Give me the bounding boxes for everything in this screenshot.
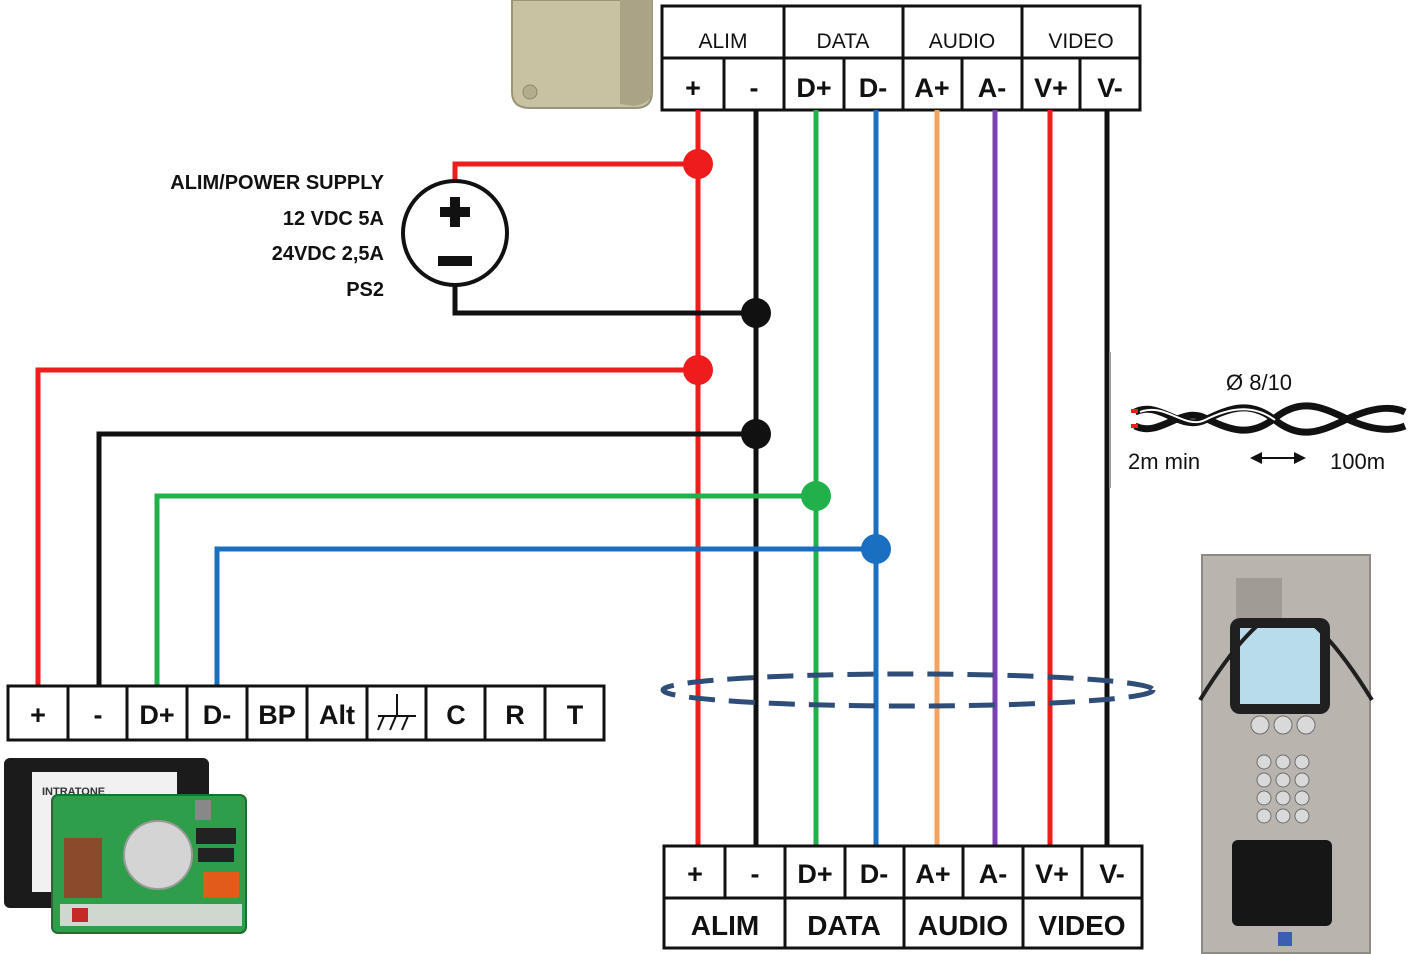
- psu-spec-24v: 24VDC 2,5A: [272, 243, 384, 265]
- bottom-group-video: VIDEO: [1038, 910, 1125, 941]
- receiver-module-image: [511, 0, 653, 109]
- left-terminal-block: + - D+ D- BP Alt C R T: [6, 684, 606, 742]
- bus-wires: [695, 110, 1110, 848]
- junction-dot: [741, 298, 771, 328]
- keypad-icon: [1250, 715, 1316, 824]
- bottom-terminal-vplus: V+: [1035, 859, 1069, 889]
- left-terminal-t: T: [567, 700, 584, 730]
- bottom-group-alim: ALIM: [691, 910, 759, 941]
- card-reader-icon: [1232, 840, 1332, 926]
- power-supply: ALIM/POWER SUPPLY 12 VDC 5A 24VDC 2,5A P…: [170, 161, 756, 316]
- cable-max-length: 100m: [1330, 449, 1385, 474]
- bottom-group-audio: AUDIO: [918, 910, 1008, 941]
- top-group-audio: AUDIO: [929, 30, 996, 53]
- cable-min-length: 2m min: [1128, 449, 1200, 474]
- bottom-terminal-aminus: A-: [979, 859, 1008, 889]
- cable-spec: Ø 8/10 2m min 100m: [1109, 352, 1407, 488]
- psu-negative-wire: [452, 280, 756, 316]
- top-terminal-vminus: V-: [1097, 73, 1123, 103]
- branch-wires: [35, 367, 876, 686]
- bottom-terminal-aplus: A+: [915, 859, 950, 889]
- junction-dot: [683, 149, 713, 179]
- top-terminal-aminus: A-: [978, 73, 1007, 103]
- top-terminal-plus: +: [685, 73, 701, 103]
- junction-dot: [801, 481, 831, 511]
- left-terminal-plus: +: [30, 700, 46, 730]
- left-terminal-minus: -: [94, 700, 103, 730]
- top-terminal-block: ALIM DATA AUDIO VIDEO + - D+ D- A+ A- V+…: [660, 4, 1142, 112]
- junction-dot: [741, 419, 771, 449]
- top-group-data: DATA: [817, 30, 870, 53]
- power-supply-symbol: [401, 179, 509, 287]
- top-terminal-vplus: V+: [1034, 73, 1068, 103]
- left-terminal-r: R: [505, 700, 525, 730]
- bottom-terminal-plus: +: [687, 859, 703, 889]
- bottom-terminal-block: + - D+ D- A+ A- V+ V- ALIM DATA AUDIO VI…: [662, 844, 1144, 950]
- bottom-terminal-vminus: V-: [1099, 859, 1125, 889]
- intercom-panel-image: [1198, 554, 1374, 954]
- controller-board-image: INTRATONE: [4, 758, 247, 934]
- top-terminal-minus: -: [750, 73, 759, 103]
- double-arrow-icon: [1250, 452, 1306, 464]
- top-group-video: VIDEO: [1048, 30, 1113, 53]
- cable-diameter: Ø 8/10: [1226, 370, 1292, 395]
- junction-dot: [683, 355, 713, 385]
- psu-title: ALIM/POWER SUPPLY: [170, 172, 384, 194]
- junctions: [683, 149, 891, 564]
- left-terminal-dminus: D-: [203, 700, 232, 730]
- ground-icon: [377, 694, 416, 731]
- psu-spec-12v: 12 VDC 5A: [283, 208, 384, 230]
- speaker-grille-icon: [1236, 578, 1282, 618]
- left-terminal-alt: Alt: [319, 700, 355, 730]
- top-terminal-dminus: D-: [859, 73, 888, 103]
- left-terminal-dplus: D+: [139, 700, 174, 730]
- left-terminal-bp: BP: [258, 700, 296, 730]
- psu-model: PS2: [346, 279, 384, 301]
- cable-bundle-ellipse: [660, 671, 1156, 709]
- bottom-terminal-dminus: D-: [860, 859, 889, 889]
- top-terminal-dplus: D+: [796, 73, 831, 103]
- screen-icon: [1240, 628, 1320, 704]
- twisted-pair-icon: [1131, 402, 1407, 436]
- bottom-group-data: DATA: [807, 910, 881, 941]
- left-terminal-c: C: [446, 700, 466, 730]
- bottom-terminal-dplus: D+: [797, 859, 832, 889]
- junction-dot: [861, 534, 891, 564]
- top-group-alim: ALIM: [698, 30, 747, 53]
- top-terminal-aplus: A+: [914, 73, 949, 103]
- minus-icon: [438, 256, 472, 266]
- bottom-terminal-minus: -: [751, 859, 760, 889]
